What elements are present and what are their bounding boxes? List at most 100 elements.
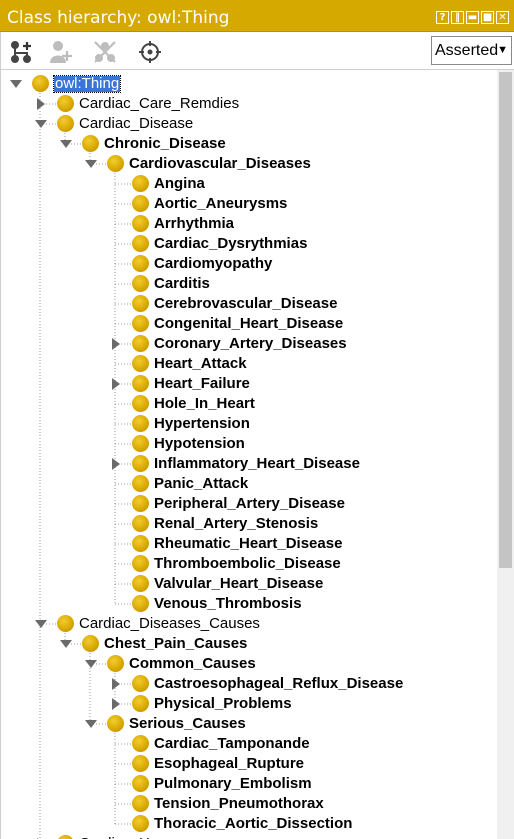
tree-node[interactable]: Aortic_Aneurysms [0, 194, 497, 214]
tree-node-label[interactable]: Heart_Failure [154, 375, 250, 392]
collapsed-triangle-icon[interactable] [109, 457, 123, 471]
tree-node[interactable]: Chest_Pain_Causes [0, 634, 497, 654]
tree-node[interactable]: Chronic_Disease [0, 134, 497, 154]
tree-node-label[interactable]: Esophageal_Rupture [154, 755, 305, 772]
tree-node-label[interactable]: Heart_Attack [154, 355, 247, 372]
tree-node[interactable]: Coronary_Artery_Diseases [0, 334, 497, 354]
close-button[interactable]: ✕ [496, 11, 509, 24]
tree-node-label[interactable]: Physical_Problems [154, 695, 292, 712]
tree-node-label[interactable]: Renal_Artery_Stenosis [154, 515, 319, 532]
tree-node-label[interactable]: Hypertension [154, 415, 250, 432]
tree-node[interactable]: Renal_Artery_Stenosis [0, 514, 497, 534]
tree-node[interactable]: Serious_Causes [0, 714, 497, 734]
tree-node[interactable]: Physical_Problems [0, 694, 497, 714]
tree-node[interactable]: Valvular_Heart_Disease [0, 574, 497, 594]
collapsed-triangle-icon[interactable] [34, 97, 48, 111]
tree-node-label[interactable]: Tension_Pneumothorax [154, 795, 324, 812]
scrollbar-thumb[interactable] [499, 72, 512, 568]
tree-node-label[interactable]: Congenital_Heart_Disease [154, 315, 344, 332]
tree-node-label[interactable]: Angina [154, 175, 205, 192]
tree-node[interactable]: Common_Causes [0, 654, 497, 674]
tree-node-label[interactable]: Cardiac_Human [79, 836, 187, 839]
tree-node[interactable]: Rheumatic_Heart_Disease [0, 534, 497, 554]
tree-node-label[interactable]: Common_Causes [129, 655, 256, 672]
expanded-triangle-icon[interactable] [34, 117, 48, 131]
tree-node-label[interactable]: Cardiac_Dysrythmias [154, 235, 308, 252]
expanded-triangle-icon[interactable] [84, 157, 98, 171]
tree-node-label[interactable]: Castroesophageal_Reflux_Disease [154, 675, 404, 692]
tree-node-label[interactable]: Cardiac_Disease [79, 115, 194, 132]
collapsed-triangle-icon[interactable] [109, 697, 123, 711]
delete-class-icon[interactable] [92, 39, 118, 65]
tree-node[interactable]: Cerebrovascular_Disease [0, 294, 497, 314]
collapsed-triangle-icon[interactable] [109, 377, 123, 391]
expanded-triangle-icon[interactable] [9, 77, 23, 91]
crosshair-icon[interactable] [137, 39, 163, 65]
tree-node[interactable]: Castroesophageal_Reflux_Disease [0, 674, 497, 694]
split-button[interactable]: ‖ [451, 11, 464, 24]
tree-node[interactable]: Peripheral_Artery_Disease [0, 494, 497, 514]
tree-node[interactable]: Heart_Failure [0, 374, 497, 394]
tree-node-label[interactable]: Arrhythmia [154, 215, 235, 232]
tree-node[interactable]: Congenital_Heart_Disease [0, 314, 497, 334]
expanded-triangle-icon[interactable] [59, 137, 73, 151]
tree-node-label[interactable]: Cardiac_Tamponande [154, 735, 310, 752]
tree-node-label[interactable]: Coronary_Artery_Diseases [154, 335, 347, 352]
tree-node-label[interactable]: Thoracic_Aortic_Dissection [154, 815, 353, 832]
tree-node[interactable]: Thromboembolic_Disease [0, 554, 497, 574]
tree-node-label[interactable]: Inflammatory_Heart_Disease [154, 455, 360, 472]
tree-node[interactable]: Venous_Thrombosis [0, 594, 497, 614]
tree-node[interactable]: Tension_Pneumothorax [0, 794, 497, 814]
tree-node-label[interactable]: Hypotension [154, 435, 245, 452]
tree-node[interactable]: owl:Thing [0, 74, 497, 94]
tree-node[interactable]: Cardiovascular_Diseases [0, 154, 497, 174]
tree-node-label[interactable]: Chest_Pain_Causes [104, 635, 248, 652]
tree-node-label[interactable]: Pulmonary_Embolism [154, 775, 312, 792]
tree-node[interactable]: Arrhythmia [0, 214, 497, 234]
tree-node[interactable]: Angina [0, 174, 497, 194]
tree-node[interactable]: Hypotension [0, 434, 497, 454]
tree-node-label[interactable]: Cardiomyopathy [154, 255, 273, 272]
add-sibling-icon[interactable] [47, 39, 73, 65]
tree-node-label[interactable]: Serious_Causes [129, 715, 246, 732]
tree-node[interactable]: Hole_In_Heart [0, 394, 497, 414]
tree-node[interactable]: Inflammatory_Heart_Disease [0, 454, 497, 474]
tree-node-label[interactable]: owl:Thing [52, 75, 122, 93]
tree-node-label[interactable]: Carditis [154, 275, 210, 292]
tree-node-label[interactable]: Hole_In_Heart [154, 395, 255, 412]
tree-node[interactable]: Esophageal_Rupture [0, 754, 497, 774]
add-subclass-icon[interactable] [9, 39, 35, 65]
expanded-triangle-icon[interactable] [59, 637, 73, 651]
tree-node[interactable]: Cardiac_Diseases_Causes [0, 614, 497, 634]
tree-node[interactable]: Cardiomyopathy [0, 254, 497, 274]
expanded-triangle-icon[interactable] [34, 617, 48, 631]
tree-node-label[interactable]: Thromboembolic_Disease [154, 555, 341, 572]
minimize-button[interactable]: ▬ [466, 11, 479, 24]
tree-node-label[interactable]: Valvular_Heart_Disease [154, 575, 324, 592]
tree-node-label[interactable]: Chronic_Disease [104, 135, 226, 152]
tree-node[interactable]: Cardiac_Tamponande [0, 734, 497, 754]
tree-node-label[interactable]: Cardiac_Care_Remdies [79, 95, 240, 112]
tree-node-label[interactable]: Cardiovascular_Diseases [129, 155, 311, 172]
hierarchy-mode-select[interactable]: Asserted ▼ [431, 36, 512, 65]
collapsed-triangle-icon[interactable] [109, 337, 123, 351]
tree-node-label[interactable]: Rheumatic_Heart_Disease [154, 535, 343, 552]
help-button[interactable]: ? [436, 11, 449, 24]
tree-node[interactable]: Thoracic_Aortic_Dissection [0, 814, 497, 834]
tree-node-label[interactable]: Peripheral_Artery_Disease [154, 495, 345, 512]
tree-node[interactable]: Carditis [0, 274, 497, 294]
tree-node-label[interactable]: Aortic_Aneurysms [154, 195, 288, 212]
tree-node-label[interactable]: Cerebrovascular_Disease [154, 295, 338, 312]
tree-node[interactable]: Cardiac_Human [0, 834, 497, 839]
expanded-triangle-icon[interactable] [84, 657, 98, 671]
tree-node[interactable]: Cardiac_Disease [0, 114, 497, 134]
tree-node-label[interactable]: Venous_Thrombosis [154, 595, 302, 612]
maximize-button[interactable]: ■ [481, 11, 494, 24]
tree-node[interactable]: Pulmonary_Embolism [0, 774, 497, 794]
tree-node-label[interactable]: Panic_Attack [154, 475, 249, 492]
expanded-triangle-icon[interactable] [84, 717, 98, 731]
vertical-scrollbar[interactable] [497, 70, 514, 839]
tree-node[interactable]: Cardiac_Dysrythmias [0, 234, 497, 254]
tree-node[interactable]: Heart_Attack [0, 354, 497, 374]
tree-node[interactable]: Cardiac_Care_Remdies [0, 94, 497, 114]
